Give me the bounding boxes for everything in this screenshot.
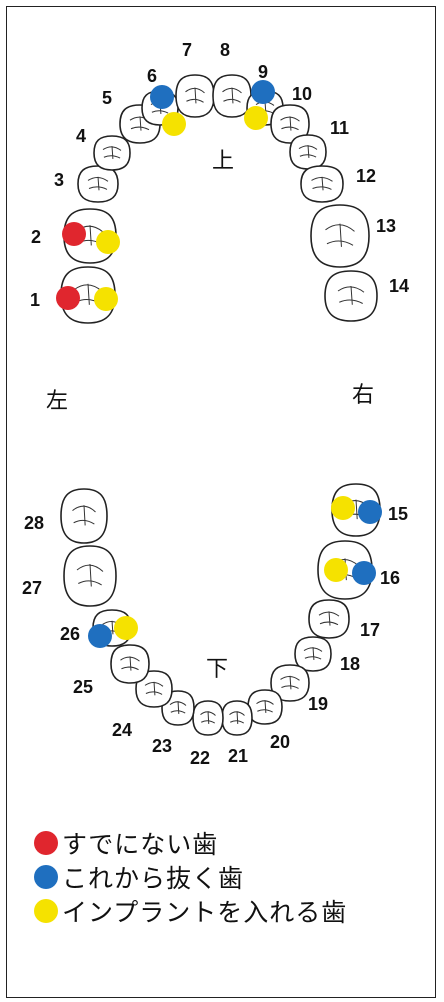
- tooth-number: 18: [340, 654, 360, 674]
- upper-tooth-outline: [311, 205, 369, 267]
- legend-item-missing: すでにない歯: [34, 826, 347, 860]
- upper-jaw-label: 上: [212, 149, 234, 174]
- tooth-number: 14: [389, 276, 409, 296]
- blue-marker-dot: [150, 85, 174, 109]
- tooth-number: 11: [330, 118, 349, 138]
- red-marker-dot: [56, 286, 80, 310]
- blue-dot-icon: [34, 865, 58, 889]
- blue-marker-dot: [88, 624, 112, 648]
- tooth-number: 6: [147, 66, 157, 86]
- tooth-number: 25: [73, 677, 93, 697]
- blue-marker-dot: [251, 80, 275, 104]
- tooth-number: 19: [308, 694, 328, 714]
- tooth-number: 10: [292, 84, 312, 104]
- right-side-label: 右: [352, 383, 374, 408]
- legend-item-extract: これから抜く歯: [34, 860, 347, 894]
- yellow-marker-dot: [244, 106, 268, 130]
- yellow-marker-dot: [94, 287, 118, 311]
- legend-label: すでにない歯: [62, 825, 218, 861]
- tooth-number: 2: [31, 227, 41, 247]
- yellow-marker-dot: [331, 496, 355, 520]
- yellow-marker-dot: [114, 616, 138, 640]
- left-side-label: 左: [46, 389, 68, 414]
- tooth-number: 20: [270, 732, 290, 752]
- tooth-number: 23: [152, 736, 172, 756]
- tooth-number: 22: [190, 748, 210, 768]
- upper-tooth-outline: [325, 271, 377, 321]
- lower-tooth-outline: [64, 546, 116, 606]
- yellow-marker-dot: [162, 112, 186, 136]
- tooth-number: 26: [60, 624, 80, 644]
- tooth-number: 5: [102, 88, 112, 108]
- yellow-marker-dot: [324, 558, 348, 582]
- tooth-number: 1: [30, 290, 40, 310]
- yellow-dot-icon: [34, 899, 58, 923]
- tooth-number: 3: [54, 170, 64, 190]
- yellow-marker-dot: [96, 230, 120, 254]
- tooth-number: 13: [376, 216, 396, 236]
- lower-jaw-label: 下: [206, 657, 228, 682]
- tooth-number: 16: [380, 568, 400, 588]
- tooth-number: 4: [76, 126, 86, 146]
- tooth-number: 24: [112, 720, 132, 740]
- lower-tooth-outline: [61, 489, 107, 543]
- upper-tooth-outline: [213, 75, 251, 117]
- tooth-number: 9: [258, 62, 268, 82]
- tooth-number: 8: [220, 40, 230, 60]
- tooth-number: 27: [22, 578, 42, 598]
- tooth-number: 28: [24, 513, 44, 533]
- tooth-number: 7: [182, 40, 192, 60]
- legend-item-implant: インプラントを入れる歯: [34, 894, 347, 928]
- red-marker-dot: [62, 222, 86, 246]
- lower-tooth-outline: [309, 600, 349, 638]
- upper-tooth-outline: [176, 75, 214, 117]
- legend-label: これから抜く歯: [62, 859, 244, 895]
- lower-tooth-outline: [111, 645, 149, 683]
- upper-tooth-outline: [301, 166, 343, 202]
- tooth-number: 15: [388, 504, 408, 524]
- blue-marker-dot: [358, 500, 382, 524]
- upper-tooth-outline: [78, 166, 118, 202]
- tooth-number: 17: [360, 620, 380, 640]
- legend-label: インプラントを入れる歯: [62, 893, 347, 929]
- blue-marker-dot: [352, 561, 376, 585]
- red-dot-icon: [34, 831, 58, 855]
- legend: すでにない歯 これから抜く歯 インプラントを入れる歯: [34, 826, 347, 928]
- tooth-number: 12: [356, 166, 376, 186]
- tooth-number: 21: [228, 746, 248, 766]
